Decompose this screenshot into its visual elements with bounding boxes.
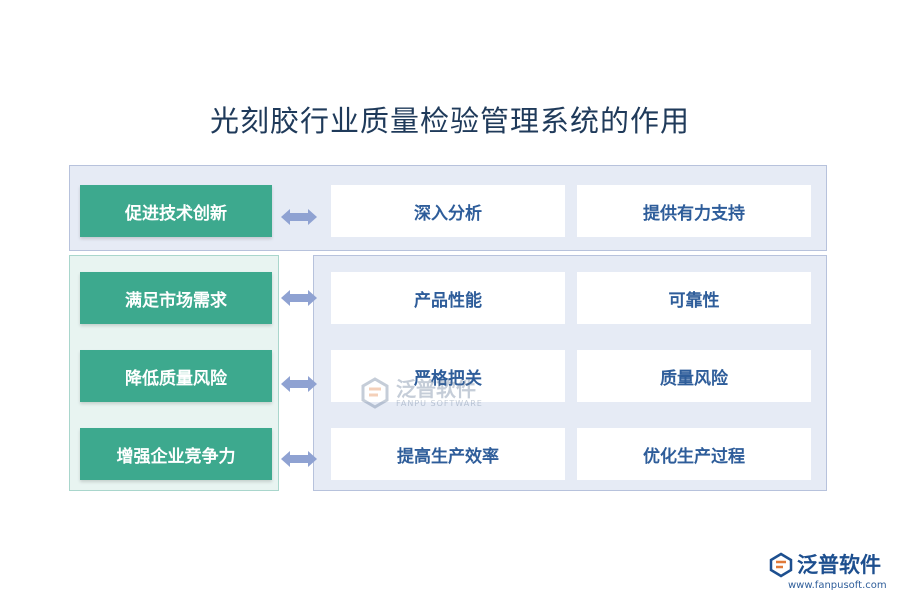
brand-url: www.fanpusoft.com	[788, 580, 887, 591]
role-box-market-demand: 满足市场需求	[80, 272, 272, 324]
fanpu-logo-icon	[361, 377, 389, 409]
role-box-reduce-risk: 降低质量风险	[80, 350, 272, 402]
double-arrow-icon	[281, 290, 317, 306]
watermark-sub: FANPU SOFTWARE	[396, 398, 483, 408]
double-arrow-icon	[281, 451, 317, 467]
watermark-name: 泛普软件	[396, 376, 476, 401]
role-box-innovation: 促进技术创新	[80, 185, 272, 237]
effect-box-strict-control: 严格把关	[331, 350, 565, 402]
fanpu-logo-icon	[769, 552, 793, 578]
effect-box-optimize-process: 优化生产过程	[577, 428, 811, 480]
effect-box-deep-analysis: 深入分析	[331, 185, 565, 237]
brand-name: 泛普软件	[797, 553, 881, 577]
brand-logo: 泛普软件	[768, 552, 881, 578]
effect-box-reliability: 可靠性	[577, 272, 811, 324]
page-title: 光刻胶行业质量检验管理系统的作用	[209, 104, 690, 138]
role-box-competitiveness: 增强企业竞争力	[80, 428, 272, 480]
effect-box-quality-risk: 质量风险	[577, 350, 811, 402]
effect-box-product-performance: 产品性能	[331, 272, 565, 324]
watermark: 泛普软件 FANPU SOFTWARE	[358, 376, 483, 410]
double-arrow-icon	[281, 209, 317, 225]
effect-box-efficiency: 提高生产效率	[331, 428, 565, 480]
effect-box-strong-support: 提供有力支持	[577, 185, 811, 237]
double-arrow-icon	[281, 376, 317, 392]
